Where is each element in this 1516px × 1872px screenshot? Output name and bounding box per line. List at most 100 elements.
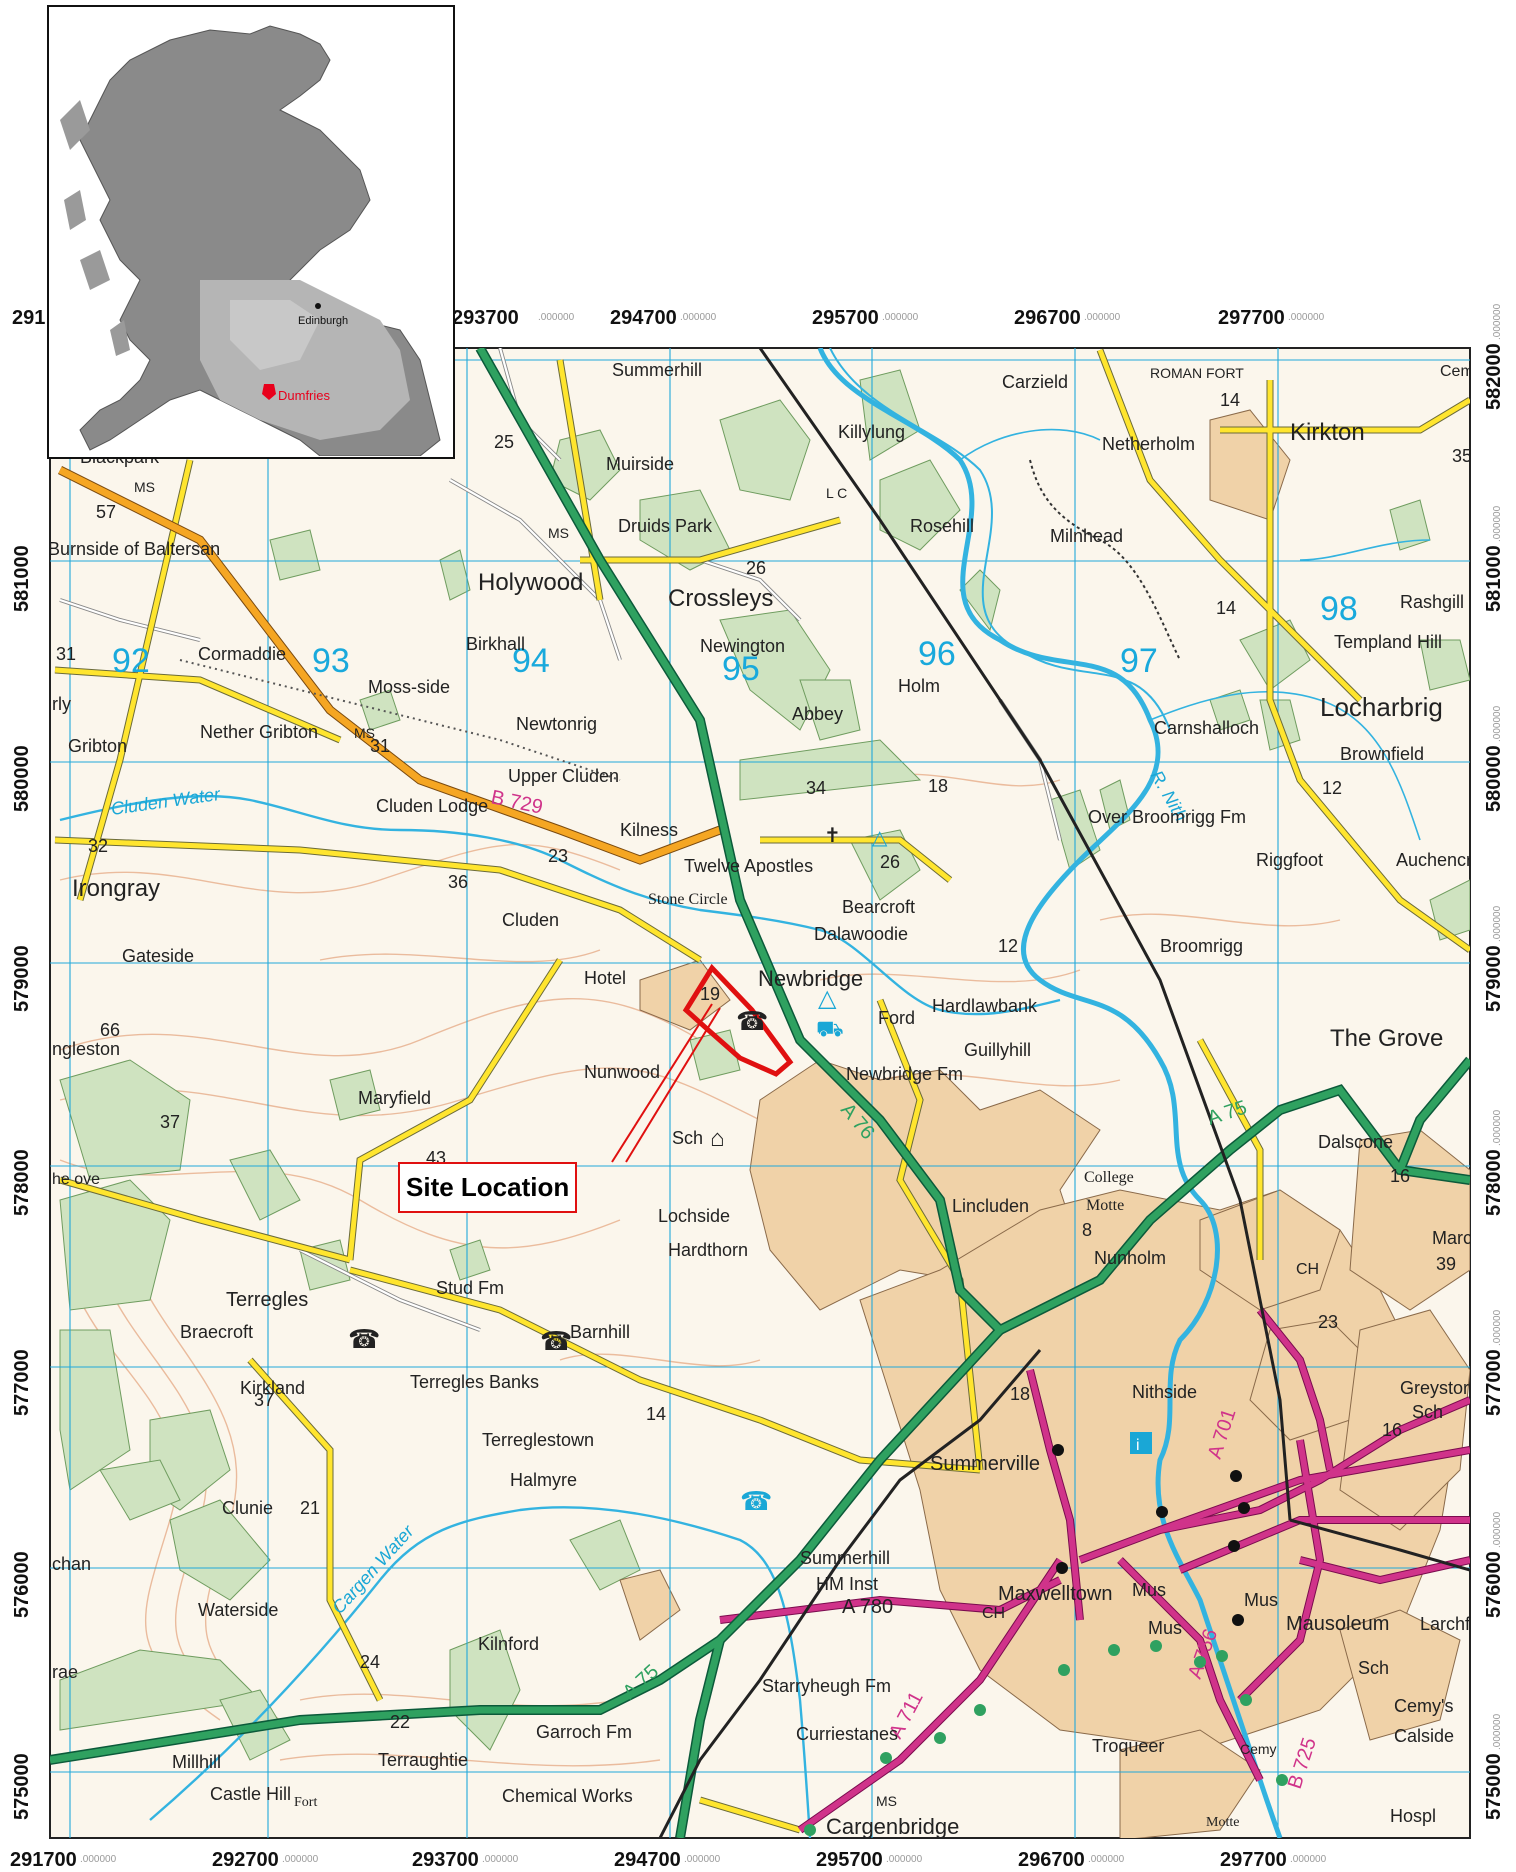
svg-text:Maryfield: Maryfield	[358, 1088, 431, 1108]
svg-text:Netherholm: Netherholm	[1102, 434, 1195, 454]
svg-text:Stone Circle: Stone Circle	[648, 891, 728, 908]
grid-square-labels: 92 93 94 95 96 97 98	[112, 590, 1358, 688]
svg-text:36: 36	[448, 872, 468, 892]
svg-text:.000000: .000000	[1492, 1511, 1503, 1548]
svg-text:92: 92	[112, 642, 150, 680]
school-icon: ⌂	[710, 1125, 725, 1152]
campsite-icon: △	[872, 827, 888, 849]
svg-text:Barnhill: Barnhill	[570, 1322, 630, 1342]
svg-text:Upper Cluden: Upper Cluden	[508, 766, 619, 786]
svg-text:Cemy: Cemy	[1240, 1741, 1277, 1757]
caravan-icon: ⛟	[816, 1016, 844, 1041]
svg-text:MS: MS	[134, 479, 155, 495]
map-symbols: ☎ ☎ ☎ ☎ △ ⛟ ✝ △ i ⌂	[348, 825, 1152, 1516]
svg-text:.000000: .000000	[1492, 905, 1503, 942]
svg-text:Kirkton: Kirkton	[1290, 419, 1365, 446]
svg-text:Rashgill: Rashgill	[1400, 592, 1464, 612]
svg-text:576000: 576000	[11, 1551, 33, 1618]
campsite-icon: △	[818, 985, 837, 1012]
svg-text:.000000: .000000	[1492, 303, 1503, 340]
building-dots	[1052, 1444, 1250, 1626]
svg-text:.000000: .000000	[1492, 1713, 1503, 1750]
svg-text:Lochside: Lochside	[658, 1206, 730, 1226]
svg-text:Motte: Motte	[1086, 1197, 1124, 1214]
svg-text:16: 16	[1390, 1166, 1410, 1186]
svg-text:95: 95	[722, 650, 760, 688]
svg-text:Greystor: Greystor	[1400, 1378, 1469, 1398]
svg-text:32: 32	[88, 836, 108, 856]
svg-text:577000: 577000	[1483, 1349, 1505, 1416]
svg-text:MS: MS	[354, 725, 375, 741]
svg-text:Gribton: Gribton	[68, 736, 127, 756]
dismantled-railway	[179, 659, 621, 781]
svg-text:.000000: .000000	[886, 1854, 923, 1865]
svg-text:66: 66	[100, 1020, 120, 1040]
railways	[658, 348, 1470, 1838]
svg-text:578000: 578000	[1483, 1149, 1505, 1216]
svg-text:21: 21	[300, 1498, 320, 1518]
svg-text:295700: 295700	[812, 307, 879, 329]
x-axis-labels-bottom: 291700 .000000 292700 .000000 293700 .00…	[10, 1849, 1327, 1871]
svg-text:Sch: Sch	[1358, 1658, 1389, 1678]
telephone-icon: ☎	[736, 1006, 768, 1036]
site-location-callout: Site Location	[398, 1162, 578, 1213]
svg-text:294700: 294700	[610, 307, 677, 329]
telephone-icon: ☎	[540, 1326, 572, 1356]
svg-text:Maxwelltown: Maxwelltown	[998, 1583, 1112, 1605]
svg-text:rae: rae	[52, 1662, 78, 1682]
svg-text:576000: 576000	[1483, 1551, 1505, 1618]
svg-text:Chemical Works: Chemical Works	[502, 1786, 633, 1806]
svg-text:293700: 293700	[412, 1849, 479, 1871]
svg-text:he ove: he ove	[52, 1171, 100, 1188]
svg-text:94: 94	[512, 642, 550, 680]
svg-text:297700: 297700	[1218, 307, 1285, 329]
church-icon: ✝	[824, 825, 841, 847]
svg-text:Crossleys: Crossleys	[668, 585, 773, 612]
svg-text:.000000: .000000	[80, 1854, 117, 1865]
svg-text:8: 8	[1082, 1220, 1092, 1240]
svg-text:A 780: A 780	[842, 1596, 893, 1618]
svg-text:Birkhall: Birkhall	[466, 634, 525, 654]
site-boundary	[682, 963, 794, 1077]
svg-text:.000000: .000000	[1288, 312, 1325, 323]
svg-text:292700: 292700	[212, 1849, 279, 1871]
svg-text:14: 14	[1220, 390, 1240, 410]
svg-text:Holywood: Holywood	[478, 569, 583, 596]
svg-text:Irongray: Irongray	[72, 875, 160, 902]
svg-text:580000: 580000	[1483, 745, 1505, 812]
svg-text:Fort: Fort	[294, 1795, 317, 1810]
svg-text:37: 37	[160, 1112, 180, 1132]
callout-leader	[611, 1003, 721, 1163]
svg-text:293700: 293700	[452, 307, 519, 329]
svg-text:Nunwood: Nunwood	[584, 1062, 660, 1082]
svg-text:Guillyhill: Guillyhill	[964, 1040, 1031, 1060]
svg-text:ngleston: ngleston	[52, 1039, 120, 1059]
svg-text:Sch: Sch	[1412, 1402, 1443, 1422]
svg-text:Abbey: Abbey	[792, 704, 843, 724]
cluden-water	[59, 794, 1061, 1016]
svg-text:Mus: Mus	[1244, 1590, 1278, 1610]
svg-text:Druids Park: Druids Park	[618, 516, 713, 536]
svg-text:March: March	[1432, 1228, 1482, 1248]
svg-text:.000000: .000000	[1492, 1109, 1503, 1146]
svg-text:97: 97	[1120, 642, 1158, 680]
svg-text:Brownfield: Brownfield	[1340, 744, 1424, 764]
svg-text:CH: CH	[1296, 1261, 1319, 1278]
svg-text:Lincluden: Lincluden	[952, 1196, 1029, 1216]
svg-text:57: 57	[96, 502, 116, 522]
height-labels: 25 26 14 35 57 31 31 14 34 18 12 32 23 2…	[56, 390, 1470, 1732]
svg-text:Millhill: Millhill	[172, 1752, 221, 1772]
y-axis-labels-right: 582000 .000000 581000 .000000 580000 .00…	[1483, 303, 1505, 1820]
svg-text:Hotel: Hotel	[584, 968, 626, 988]
svg-text:579000: 579000	[1483, 945, 1505, 1012]
dumfries-marker	[262, 384, 276, 400]
svg-text:.000000: .000000	[538, 312, 575, 323]
svg-text:.000000: .000000	[1492, 705, 1503, 742]
roman-earthwork	[1029, 459, 1181, 661]
svg-text:12: 12	[1322, 778, 1342, 798]
svg-text:Moss-side: Moss-side	[368, 677, 450, 697]
svg-text:.000000: .000000	[1492, 505, 1503, 542]
station-dots	[804, 1640, 1288, 1836]
svg-text:Broomrigg: Broomrigg	[1160, 936, 1243, 956]
